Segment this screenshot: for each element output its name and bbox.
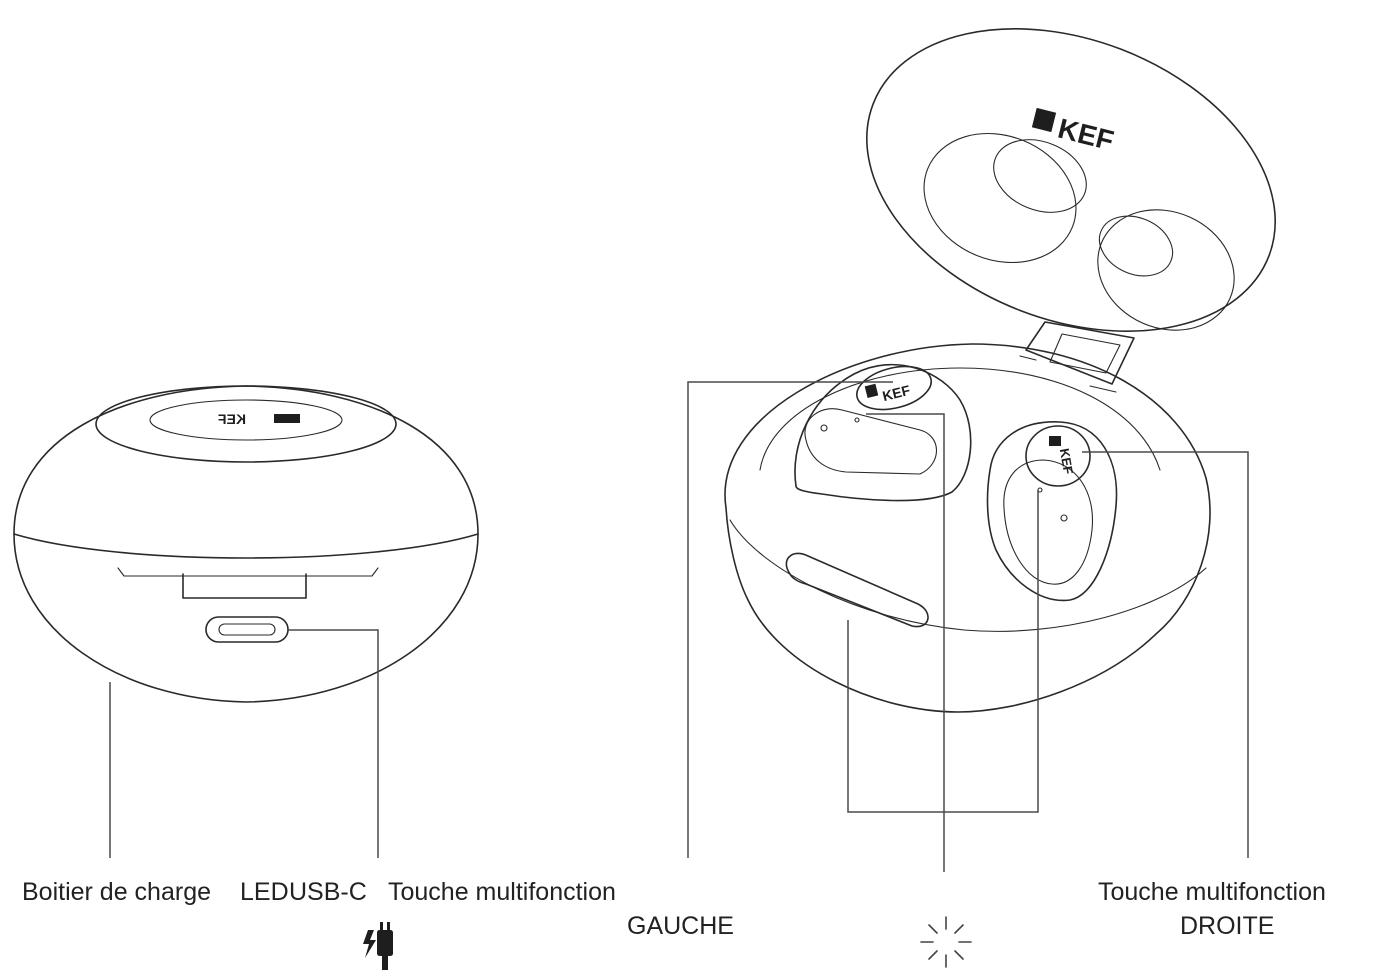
led-light-icon bbox=[920, 916, 972, 968]
left-earbud bbox=[794, 363, 972, 502]
label-touch-left-line2: GAUCHE bbox=[627, 912, 734, 940]
right-earbud-logo: KEF bbox=[1057, 447, 1076, 475]
open-lid-logo: KEF bbox=[1031, 107, 1117, 156]
lid-logo-mirrored: KEF bbox=[218, 411, 300, 427]
left-touch-button bbox=[856, 365, 932, 411]
open-charging-case: KEF KEF bbox=[724, 28, 1276, 713]
closed-charging-case bbox=[13, 385, 479, 703]
lid-logo-text: KEF bbox=[218, 411, 246, 427]
label-touch-right-line2: DROITE bbox=[1180, 912, 1275, 940]
left-earbud-logo: KEF bbox=[881, 382, 912, 404]
right-earbud bbox=[986, 421, 1118, 602]
leader-lines bbox=[109, 381, 1249, 872]
label-led: LED bbox=[240, 878, 289, 906]
usb-c-port bbox=[205, 616, 289, 643]
led-window bbox=[785, 552, 929, 628]
label-usb-c: USB-C bbox=[289, 878, 367, 906]
label-touch-left-line1: Touche multifonction bbox=[388, 878, 616, 906]
right-touch-button bbox=[1025, 425, 1091, 487]
usb-charge-plug-icon bbox=[363, 922, 393, 970]
label-touch-right-line1: Touche multifonction bbox=[1098, 878, 1326, 906]
label-case: Boitier de charge bbox=[22, 878, 212, 906]
